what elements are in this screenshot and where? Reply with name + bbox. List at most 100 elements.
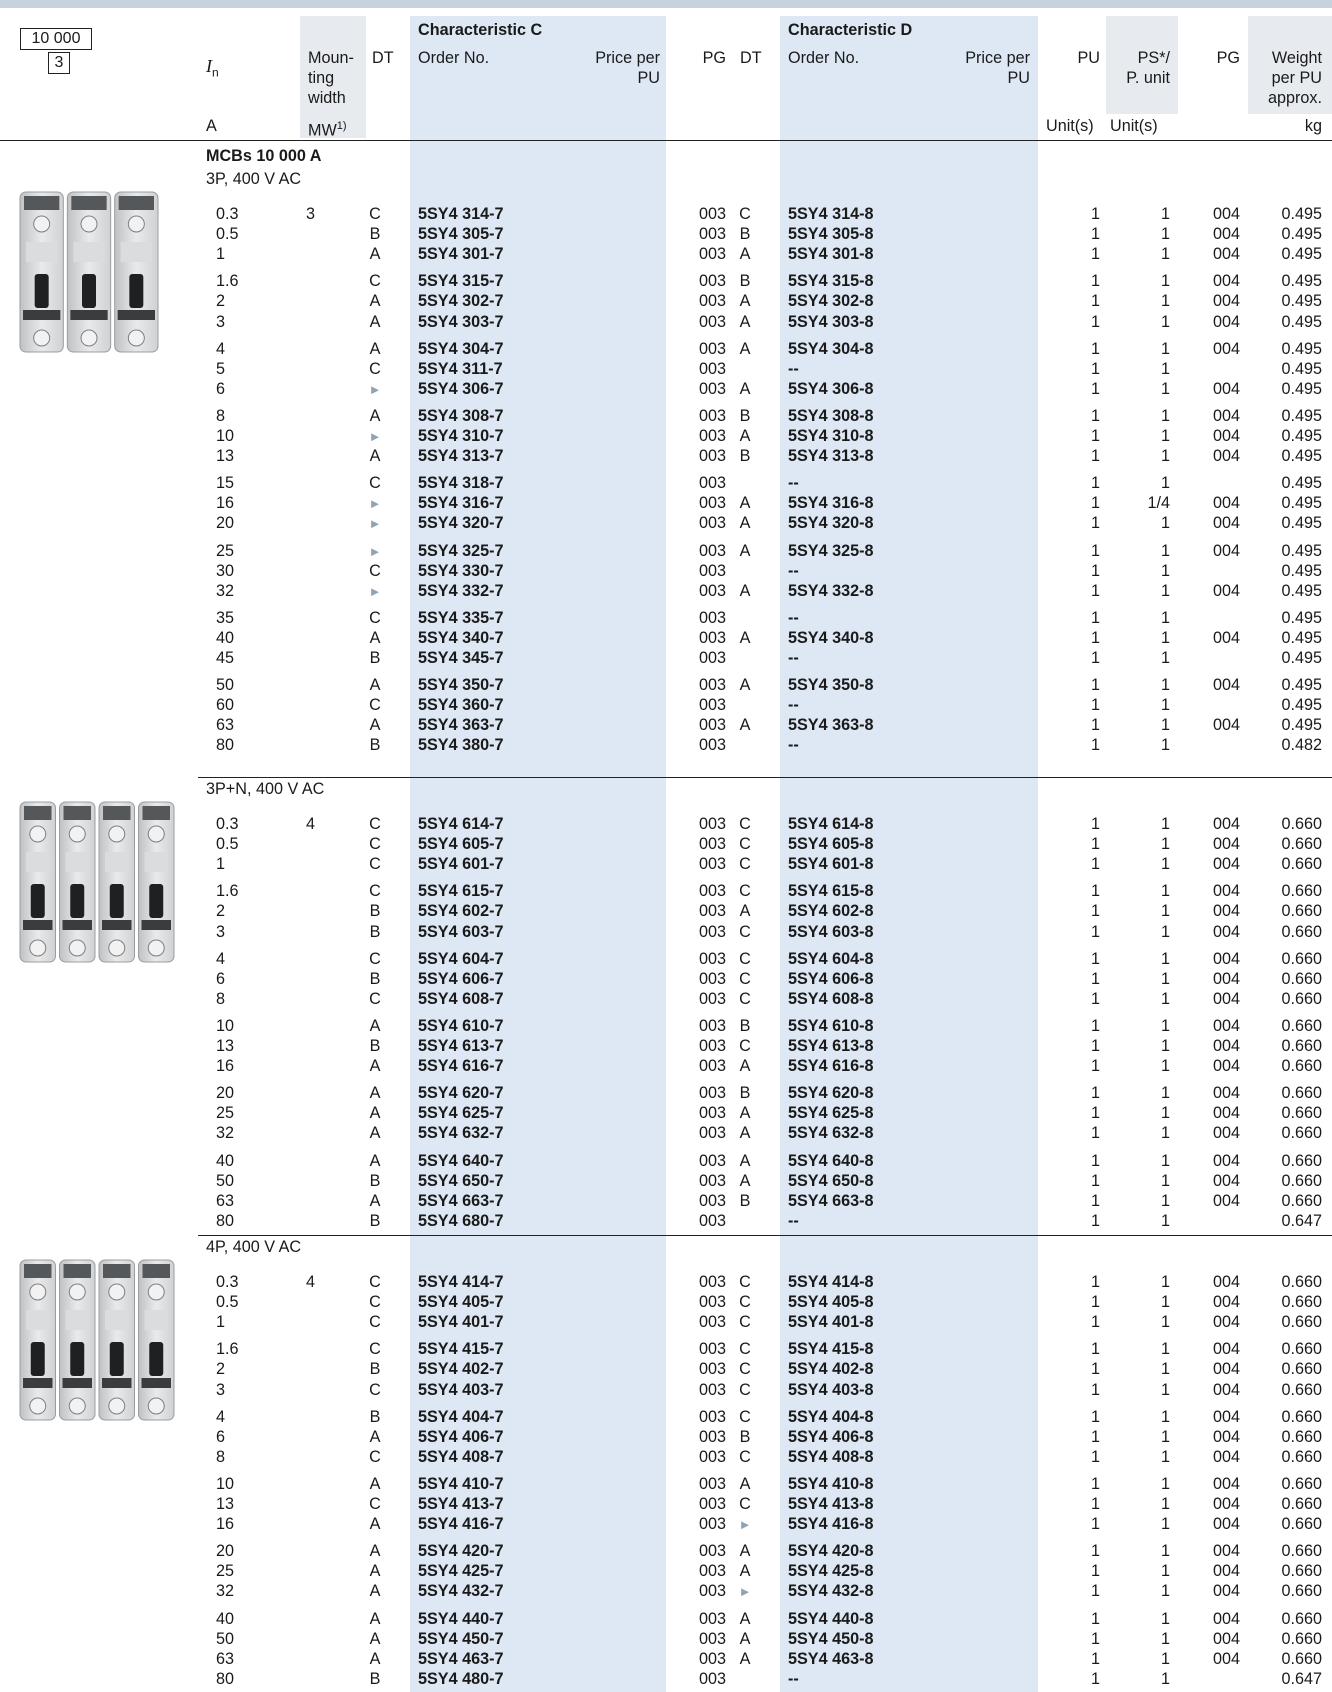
dt-c: A bbox=[369, 447, 381, 466]
pg-c: 003 bbox=[698, 649, 726, 667]
rated-current: 0.3 bbox=[216, 205, 239, 223]
rated-current: 1.6 bbox=[216, 1340, 239, 1359]
order-no-d: 5SY4 301-8 bbox=[788, 245, 874, 264]
pg-d: 004 bbox=[1212, 1542, 1240, 1561]
rated-current: 25 bbox=[216, 1562, 235, 1581]
weight: 0.660 bbox=[1281, 1360, 1322, 1379]
order-no-c: 5SY4 463-7 bbox=[418, 1649, 504, 1668]
pg-d: 004 bbox=[1212, 949, 1240, 968]
dt-d: B bbox=[739, 1191, 751, 1210]
ps: 1 bbox=[1160, 1515, 1170, 1534]
dt-d: B bbox=[739, 225, 751, 244]
ps: 1 bbox=[1160, 1447, 1170, 1466]
dt-c: B bbox=[369, 649, 381, 667]
rated-current: 13 bbox=[216, 447, 235, 466]
weight: 0.495 bbox=[1281, 581, 1322, 600]
order-no-c: 5SY4 680-7 bbox=[418, 1211, 504, 1230]
pg-c: 003 bbox=[698, 835, 726, 854]
order-no-d: 5SY4 620-8 bbox=[788, 1084, 874, 1103]
pg-d: 004 bbox=[1212, 225, 1240, 244]
dt-d: A bbox=[739, 1542, 751, 1561]
rated-current: 32 bbox=[216, 1124, 235, 1143]
order-no-d: 5SY4 613-8 bbox=[788, 1037, 874, 1055]
preferred-type-icon: ► bbox=[368, 543, 382, 559]
order-no-c: 5SY4 403-7 bbox=[418, 1380, 504, 1399]
order-no-c: 5SY4 425-7 bbox=[418, 1562, 504, 1581]
page-badge-sub: 3 bbox=[48, 52, 70, 74]
pg-c: 003 bbox=[698, 292, 726, 311]
pg-d: 004 bbox=[1212, 1084, 1240, 1103]
order-no-c: 5SY4 625-7 bbox=[418, 1104, 504, 1123]
weight: 0.660 bbox=[1281, 1293, 1322, 1312]
weight: 0.660 bbox=[1281, 1495, 1322, 1513]
dt-d: A bbox=[739, 494, 751, 513]
order-no-c: 5SY4 640-7 bbox=[418, 1151, 504, 1170]
pg-c: 003 bbox=[698, 427, 726, 445]
weight: 0.660 bbox=[1281, 949, 1322, 968]
pg-d: 004 bbox=[1212, 312, 1240, 331]
order-no-c: 5SY4 318-7 bbox=[418, 474, 504, 493]
order-no-c: 5SY4 615-7 bbox=[418, 882, 504, 901]
dt-c: C bbox=[369, 272, 381, 291]
ps: 1 bbox=[1160, 1084, 1170, 1103]
pg-d: 004 bbox=[1212, 1407, 1240, 1426]
pu: 1 bbox=[1090, 1273, 1100, 1291]
preferred-type-icon: ► bbox=[368, 583, 382, 599]
weight: 0.495 bbox=[1281, 272, 1322, 291]
order-no-c: 5SY4 311-7 bbox=[418, 359, 503, 378]
pu: 1 bbox=[1090, 379, 1100, 398]
rated-current: 40 bbox=[216, 1609, 235, 1628]
ps: 1 bbox=[1160, 835, 1170, 854]
weight: 0.660 bbox=[1281, 1649, 1322, 1668]
section-rule bbox=[198, 1235, 1332, 1236]
pg-c: 003 bbox=[698, 1649, 726, 1668]
ps-header-line2: P. unit bbox=[1126, 69, 1170, 87]
rated-current: 8 bbox=[216, 989, 226, 1008]
pg-d: 004 bbox=[1212, 494, 1240, 513]
preferred-type-icon: ► bbox=[738, 1517, 752, 1533]
rated-current: 20 bbox=[216, 514, 235, 533]
dt-c: A bbox=[369, 676, 381, 695]
weight: 0.660 bbox=[1281, 1515, 1322, 1534]
dt-d: B bbox=[739, 1427, 751, 1446]
dt-c: ► bbox=[366, 379, 384, 400]
preferred-type-icon: ► bbox=[368, 516, 382, 532]
order-no-d: -- bbox=[788, 1211, 799, 1230]
order-no-d: 5SY4 615-8 bbox=[788, 882, 874, 901]
order-no-d: 5SY4 363-8 bbox=[788, 716, 874, 735]
pg-d: 004 bbox=[1212, 716, 1240, 735]
price-header-d-line1: Price per bbox=[965, 49, 1030, 67]
pg-c: 003 bbox=[698, 882, 726, 901]
dt-c: C bbox=[369, 1495, 381, 1513]
rated-current: 6 bbox=[216, 379, 226, 398]
dt-d: A bbox=[739, 541, 751, 560]
pg-d: 004 bbox=[1212, 339, 1240, 358]
weight-header-shade bbox=[1248, 16, 1332, 114]
order-no-d: 5SY4 340-8 bbox=[788, 628, 874, 647]
pg-d: 004 bbox=[1212, 1360, 1240, 1379]
rated-current: 6 bbox=[216, 1427, 226, 1446]
pu: 1 bbox=[1090, 447, 1100, 466]
weight: 0.495 bbox=[1281, 205, 1322, 223]
pu: 1 bbox=[1090, 1313, 1100, 1332]
order-no-d: 5SY4 608-8 bbox=[788, 989, 874, 1008]
ps: 1 bbox=[1160, 541, 1170, 560]
ps: 1 bbox=[1160, 1495, 1170, 1513]
pg-c: 003 bbox=[698, 1293, 726, 1312]
order-no-c: 5SY4 340-7 bbox=[418, 628, 504, 647]
ps: 1 bbox=[1160, 359, 1170, 378]
rated-current: 63 bbox=[216, 1649, 235, 1668]
rated-current: 35 bbox=[216, 608, 235, 627]
dt-d: A bbox=[739, 379, 751, 398]
order-no-c: 5SY4 408-7 bbox=[418, 1447, 504, 1466]
pg-c: 003 bbox=[698, 272, 726, 291]
pg-c: 003 bbox=[698, 902, 726, 921]
dt-c: C bbox=[369, 696, 381, 715]
dt-c: A bbox=[369, 1582, 381, 1601]
pg-d: 004 bbox=[1212, 989, 1240, 1008]
ps: 1 bbox=[1160, 1171, 1170, 1190]
